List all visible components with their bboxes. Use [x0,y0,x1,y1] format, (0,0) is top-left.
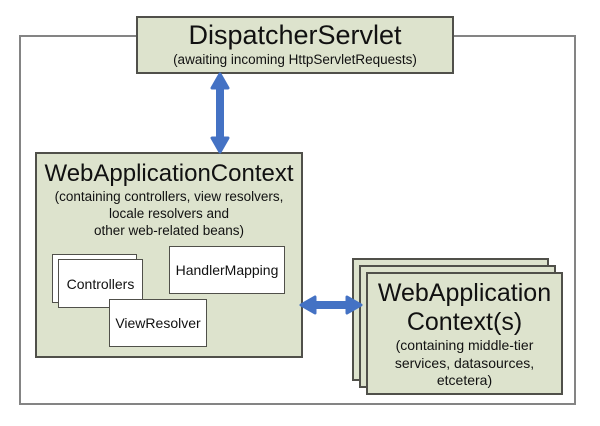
web-application-context-box: WebApplicationContext (containing contro… [35,152,303,358]
handler-mapping-box: HandlerMapping [169,246,285,294]
vertical-bidirectional-arrow-icon [210,72,230,154]
dispatcher-servlet-subtitle: (awaiting incoming HttpServletRequests) [173,52,417,67]
middle-tier-context-subtitle-line: etcetera) [436,372,493,388]
middle-tier-context-title-line: Context(s) [406,308,523,336]
middle-tier-context-box: WebApplication Context(s) (containing mi… [366,272,563,395]
controllers-label: Controllers [66,275,135,292]
middle-tier-context-title-line: WebApplication [377,279,552,307]
web-application-context-title: WebApplicationContext [44,160,294,187]
handler-mapping-label: HandlerMapping [175,262,279,278]
view-resolver-box: ViewResolver [109,299,207,347]
middle-tier-context-subtitle-line: services, datasources, [394,354,535,371]
dispatcher-servlet-title: DispatcherServlet [188,20,402,50]
web-application-context-subtitle-line: (containing controllers, view resolvers, [54,189,284,204]
dispatcher-servlet-box: DispatcherServlet (awaiting incoming Htt… [136,16,454,74]
middle-tier-context-subtitle-line: (containing middle-tier [395,337,534,353]
view-resolver-label: ViewResolver [115,315,201,331]
web-application-context-subtitle-line: locale resolvers and [108,206,230,221]
horizontal-bidirectional-arrow-icon [299,295,363,315]
web-application-context-subtitle-line: other web-related beans) [93,223,245,238]
